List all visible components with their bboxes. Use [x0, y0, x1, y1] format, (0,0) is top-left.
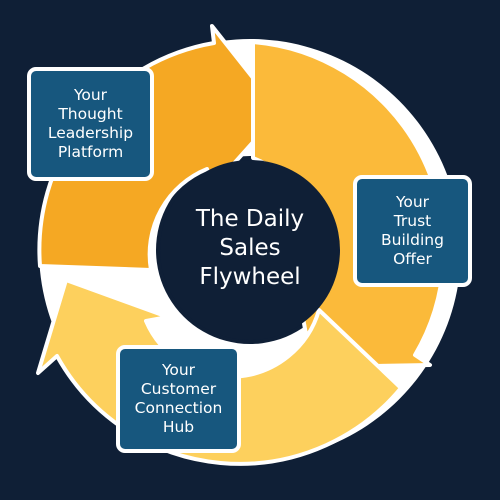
- box-line: Connection: [134, 399, 223, 417]
- title-line-3: Flywheel: [199, 264, 301, 290]
- customer-connection-hub-box: Your Customer Connection Hub: [116, 345, 241, 453]
- box-line: Customer: [140, 380, 217, 398]
- title-line-2: Sales: [219, 235, 281, 261]
- trust-building-offer-box: Your Trust Building Offer: [353, 175, 472, 287]
- thought-leadership-platform-box: Your Thought Leadership Platform: [27, 67, 154, 181]
- box-line: Your: [73, 86, 108, 104]
- box-line: Hub: [162, 418, 195, 436]
- box-line: Leadership: [47, 124, 134, 142]
- box-line: Trust: [393, 212, 432, 230]
- box-line: Thought: [58, 105, 123, 123]
- box-line: Platform: [57, 143, 124, 161]
- box-line: Building: [381, 231, 444, 249]
- title-line-1: The Daily: [195, 206, 305, 232]
- box-line: Your: [395, 193, 430, 211]
- diagram-title: The Daily Sales Flywheel: [150, 205, 350, 292]
- hub-circle: [160, 160, 340, 340]
- box-line: Your: [161, 361, 196, 379]
- box-line: Offer: [393, 250, 432, 268]
